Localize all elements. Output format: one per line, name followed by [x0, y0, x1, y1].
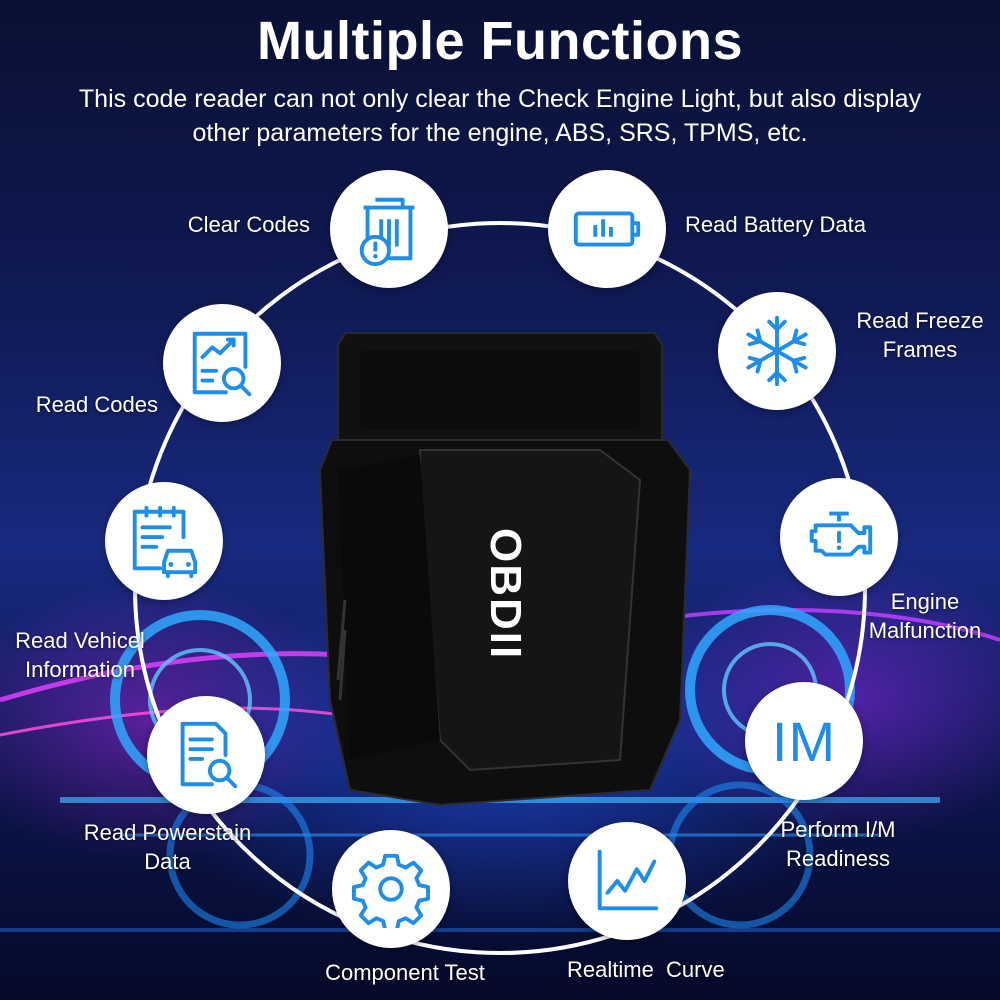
- feature-label-realtime-curve: Realtime Curve: [567, 957, 725, 982]
- im-text-icon: IM: [771, 709, 837, 773]
- obd-device: [318, 332, 692, 807]
- clipboard-car-icon: [132, 505, 198, 579]
- feature-read-powerstain-data[interactable]: [147, 696, 265, 814]
- document-search-icon: [180, 721, 238, 789]
- feature-read-vehicle-information[interactable]: [105, 482, 223, 600]
- feature-label-read-freeze-frames: Read Freeze Frames: [856, 308, 984, 362]
- feature-read-codes[interactable]: [163, 304, 281, 422]
- feature-read-battery-data[interactable]: [548, 170, 666, 288]
- trash-alert-icon: [359, 197, 415, 267]
- gear-icon: [352, 853, 430, 928]
- snowflake-icon: [746, 315, 808, 387]
- feature-realtime-curve[interactable]: [568, 822, 686, 940]
- feature-label-im-readiness: Perform I/M Readiness: [780, 817, 896, 871]
- battery-icon: [573, 211, 641, 247]
- feature-label-clear-codes: Clear Codes: [187, 212, 310, 237]
- feature-im-readiness[interactable]: IM: [745, 682, 863, 800]
- feature-label-read-powerstain-data: Read Powerstain Data: [83, 820, 252, 874]
- line-chart-icon: [597, 849, 659, 911]
- feature-label-engine-malfunction: Engine Malfunction: [868, 589, 982, 643]
- feature-label-read-vehicle-information: Read Vehicel Information: [15, 628, 145, 682]
- engine-icon: [809, 511, 873, 557]
- page-subtitle: This code reader can not only clear the …: [78, 85, 922, 147]
- device-label: OBDII: [481, 528, 530, 661]
- feature-engine-malfunction[interactable]: [780, 478, 898, 596]
- report-search-icon: [192, 331, 252, 397]
- feature-label-read-battery-data: Read Battery Data: [685, 212, 866, 237]
- feature-label-component-test: Component Test: [325, 960, 485, 985]
- page-title: Multiple Functions: [257, 11, 743, 71]
- feature-clear-codes[interactable]: [330, 170, 448, 288]
- feature-component-test[interactable]: [332, 830, 450, 948]
- feature-read-freeze-frames[interactable]: [718, 292, 836, 410]
- feature-label-read-codes: Read Codes: [35, 392, 158, 417]
